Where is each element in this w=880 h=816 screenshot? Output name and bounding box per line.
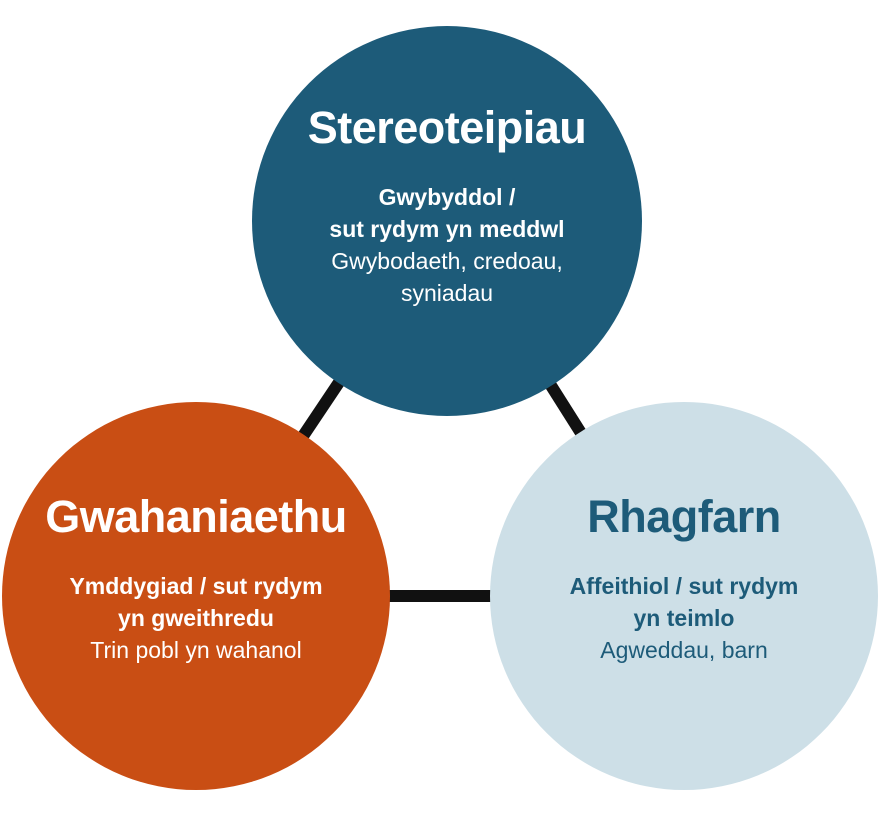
prejudice-subtitle-line1: Affeithiol / sut rydym [569,572,799,599]
prejudice-subtitle-line2: yn teimlo [633,604,735,631]
discrimination-node: Gwahaniaethu Ymddygiad / sut rydym yn gw… [2,402,390,790]
prejudice-title: Rhagfarn [587,491,781,543]
stereotypes-subtitle-line2: sut rydym yn meddwl [329,215,565,242]
stereotypes-subtitle-line1: Gwybyddol / [378,183,516,210]
stereotypes-title: Stereoteipiau [307,102,587,154]
prejudice-desc-line1: Agweddau, barn [600,636,768,663]
discrimination-title: Gwahaniaethu [45,491,347,543]
discrimination-subtitle-line1: Ymddygiad / sut rydym [69,572,323,599]
discrimination-desc-line1: Trin pobl yn wahanol [90,636,302,663]
stereotypes-desc-line2: syniadau [400,279,494,306]
prejudice-node: Rhagfarn Affeithiol / sut rydym yn teiml… [490,402,878,790]
discrimination-subtitle-line2: yn gweithredu [118,604,274,631]
stereotypes-node: Stereoteipiau Gwybyddol / sut rydym yn m… [252,26,642,416]
stereotypes-desc-line1: Gwybodaeth, credoau, [331,247,563,274]
